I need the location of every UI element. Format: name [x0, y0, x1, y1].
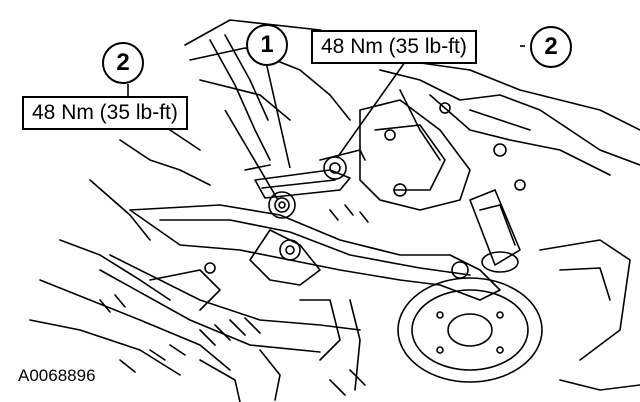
- torque-spec-right: 48 Nm (35 lb-ft): [311, 30, 477, 64]
- torque-spec-left: 48 Nm (35 lb-ft): [22, 96, 188, 130]
- callout-1: 1: [246, 24, 288, 66]
- callout-2-right: 2: [530, 26, 572, 68]
- figure-id: A0068896: [18, 366, 96, 385]
- callout-2-left: 2: [102, 42, 144, 84]
